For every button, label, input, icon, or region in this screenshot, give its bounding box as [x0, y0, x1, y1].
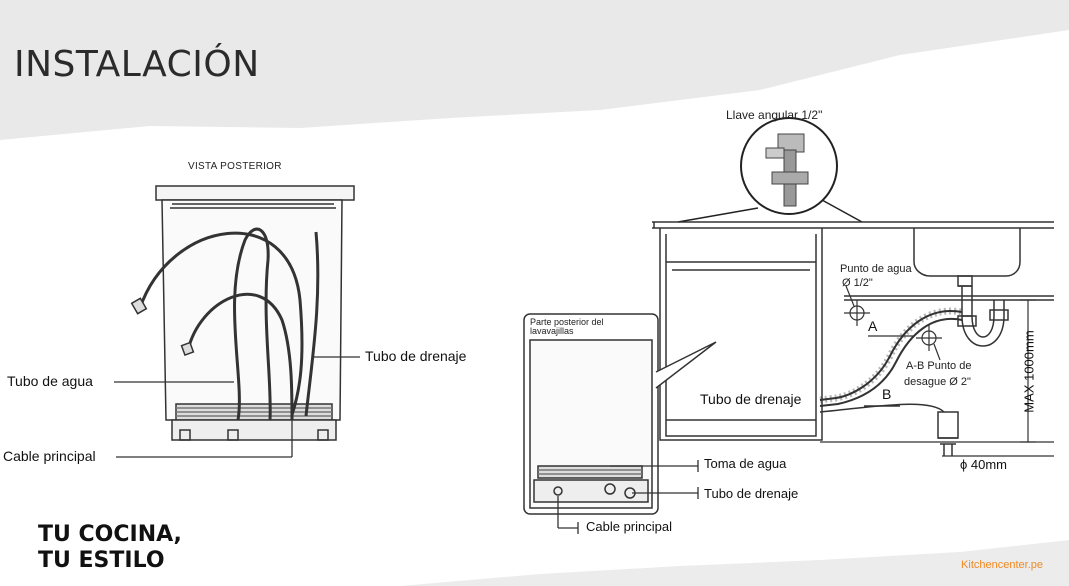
left-callout-lines	[114, 356, 360, 458]
label-drain-outlet: Tubo de drenaje	[704, 486, 799, 501]
corrugated-drain-hose	[819, 307, 963, 407]
max-height-dimension	[820, 299, 1054, 457]
label-angle-valve: Llave angular 1/2"	[726, 108, 823, 122]
label-drain-hose-unit: Tubo de drenaje	[700, 391, 802, 407]
rear-hoses	[138, 227, 320, 421]
dishwasher-side-body	[659, 228, 823, 441]
left-label-main-cable: Cable principal	[3, 448, 96, 464]
slogan-line-2: TU ESTILO	[38, 548, 165, 573]
inset-callout-lines	[557, 460, 699, 534]
label-drain-point-1: A-B Punto de	[906, 360, 972, 372]
label-water-point-1: Punto de agua	[840, 263, 912, 275]
inset-title-2: lavavajillas	[530, 326, 574, 336]
label-pipe-diameter: ϕ 40mm	[960, 457, 1008, 472]
rear-view-dishwasher	[155, 185, 355, 441]
label-water-point-2: Ø 1/2"	[842, 277, 873, 289]
sink	[913, 228, 1021, 287]
label-drain-point-2: desague Ø 2"	[904, 376, 971, 388]
drain-pipes	[844, 286, 1054, 347]
rear-hose-ends	[130, 297, 195, 357]
header-paper-band	[0, 0, 1069, 140]
angle-valve-magnifier	[677, 117, 863, 223]
rear-view-heading: VISTA POSTERIOR	[188, 161, 282, 172]
label-water-inlet: Toma de agua	[704, 456, 787, 471]
label-main-cable-inset: Cable principal	[586, 519, 672, 534]
dishwasher-rear-inset	[523, 313, 717, 515]
label-max-height: MAX 1000mm	[1021, 330, 1037, 413]
label-point-a: A	[868, 318, 878, 334]
label-point-b: B	[882, 386, 892, 402]
footer-paper-band	[400, 540, 1069, 586]
page-title: INSTALACIÓN	[14, 44, 260, 85]
inset-title-1: Parte posterior del	[530, 317, 604, 327]
brand-link[interactable]: Kitchencenter.pe	[961, 559, 1043, 571]
floor-drain-pipe	[819, 403, 959, 456]
countertop	[652, 221, 1054, 229]
point-markers	[844, 285, 942, 361]
left-label-water-hose: Tubo de agua	[7, 373, 93, 389]
left-label-drain-hose: Tubo de drenaje	[365, 348, 467, 364]
slogan-line-1: TU COCINA,	[38, 522, 182, 547]
